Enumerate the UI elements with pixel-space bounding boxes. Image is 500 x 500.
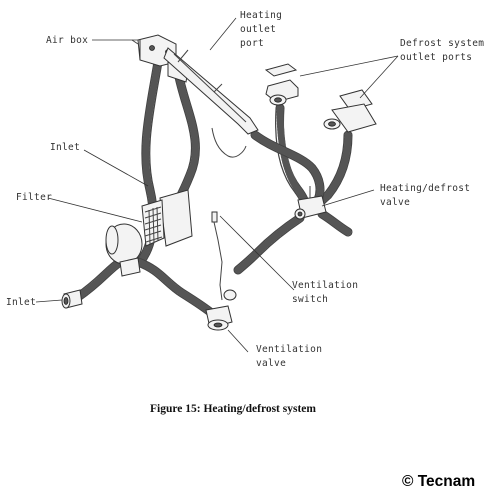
label-ventilation-switch-1: Ventilation: [292, 280, 358, 291]
hose-valve-to-right: [317, 209, 353, 237]
label-inlet-upper: Inlet: [50, 142, 80, 153]
leader-lines: [35, 17, 399, 353]
heating-defrost-valve: [294, 186, 327, 220]
filter-mesh: [144, 206, 163, 245]
hose-lower-inlet: [73, 257, 125, 302]
heating-outlet-duct: [163, 47, 259, 135]
label-defrost-ports-2: outlet ports: [400, 52, 472, 63]
copyright-credit: © Tecnam: [402, 473, 475, 490]
hose-heating-outlet: [250, 130, 325, 205]
label-heating-outlet-port-1: Heating: [240, 10, 282, 21]
label-ventilation-switch-2: switch: [292, 294, 328, 305]
label-ventilation-valve-1: Ventilation: [256, 344, 322, 355]
label-filter: Filter: [16, 192, 52, 203]
label-heating-defrost-valve-2: valve: [380, 197, 410, 208]
ventilation-valve: [205, 305, 233, 331]
hose-valve-to-left: [233, 213, 305, 275]
figure-caption: Figure 15: Heating/defrost system: [150, 403, 316, 415]
defrost-outlet-port-right: [323, 89, 377, 133]
defrost-outlet-port-left: [264, 63, 299, 106]
label-inlet-lower: Inlet: [6, 297, 36, 308]
label-heating-outlet-port-2: outlet: [240, 24, 276, 35]
filter-assembly: [105, 189, 193, 277]
label-heating-defrost-valve-1: Heating/defrost: [380, 183, 470, 194]
hose-to-ventilation-valve: [133, 257, 219, 320]
labels: Air box Heating outlet port Defrost syst…: [6, 10, 484, 369]
hose-air-box-to-filter: [171, 67, 200, 210]
ventilation-switch: [211, 211, 237, 301]
label-defrost-ports-1: Defrost system: [400, 38, 484, 49]
control-cable: [211, 127, 247, 158]
label-air-box: Air box: [46, 35, 88, 46]
label-ventilation-valve-2: valve: [256, 358, 286, 369]
label-heating-outlet-port-3: port: [240, 38, 264, 49]
lower-inlet: [61, 289, 83, 309]
